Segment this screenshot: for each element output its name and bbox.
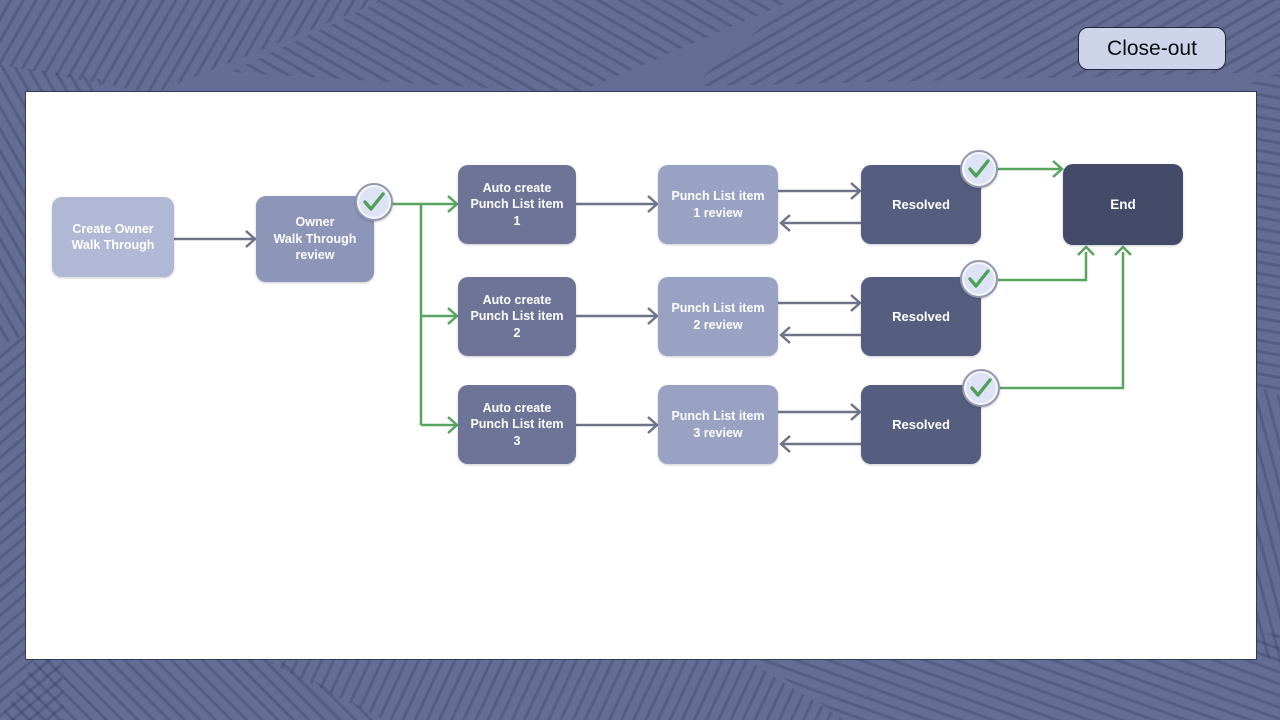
check-icon (968, 159, 990, 178)
node-punch-list-item-2-review[interactable]: Punch List item 2 review (658, 277, 778, 356)
check-badge-owner-review (355, 183, 393, 221)
diagram-canvas: Create Owner Walk Through Owner Walk Thr… (25, 91, 1257, 660)
check-badge-resolved-2 (960, 260, 998, 298)
check-icon (968, 269, 990, 288)
close-out-button[interactable]: Close-out (1078, 27, 1226, 70)
node-resolved-2[interactable]: Resolved (861, 277, 981, 356)
node-auto-create-punch-list-item-3[interactable]: Auto create Punch List item 3 (458, 385, 576, 464)
node-auto-create-punch-list-item-2[interactable]: Auto create Punch List item 2 (458, 277, 576, 356)
node-punch-list-item-1-review[interactable]: Punch List item 1 review (658, 165, 778, 244)
connector-lines (174, 160, 1132, 453)
node-resolved-3[interactable]: Resolved (861, 385, 981, 464)
check-badge-resolved-1 (960, 150, 998, 188)
node-auto-create-punch-list-item-1[interactable]: Auto create Punch List item 1 (458, 165, 576, 244)
node-punch-list-item-3-review[interactable]: Punch List item 3 review (658, 385, 778, 464)
check-badge-resolved-3 (962, 369, 1000, 407)
node-end[interactable]: End (1063, 164, 1183, 245)
check-icon (363, 192, 385, 211)
node-owner-walk-through-review[interactable]: Owner Walk Through review (256, 196, 374, 282)
node-create-owner-walk-through[interactable]: Create Owner Walk Through (52, 197, 174, 277)
node-resolved-1[interactable]: Resolved (861, 165, 981, 244)
check-icon (970, 378, 992, 397)
